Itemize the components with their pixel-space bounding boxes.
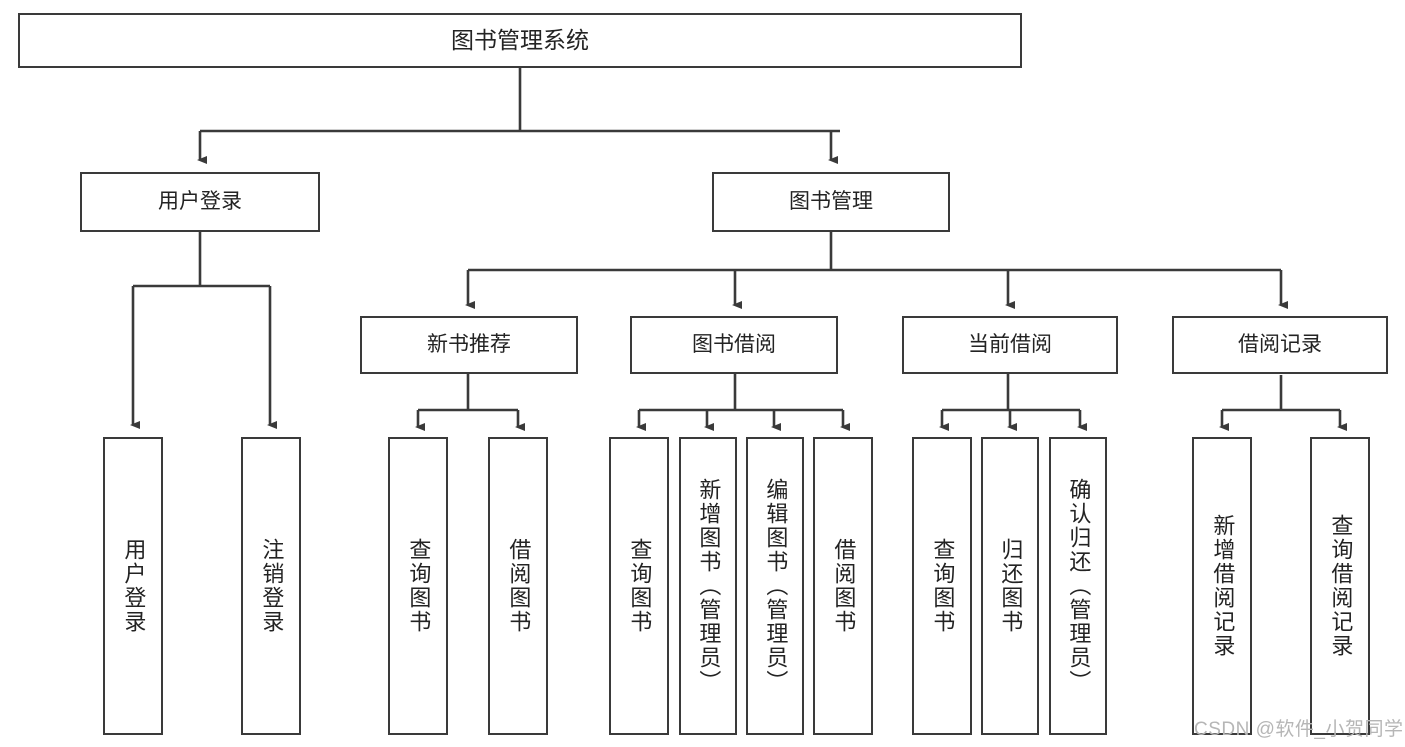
node-book-management[interactable]: 图书管理 [712,172,950,232]
node-label: 当前借阅 [968,333,1052,357]
csdn-watermark: CSDN @软件_小贺同学 [1194,714,1403,741]
leaf-user-login-logout[interactable]: 注销登录 [241,437,301,735]
leaf-borrow-add-book-admin[interactable]: 新增图书（管理员） [679,437,737,735]
node-label: 查询图书 [406,538,432,634]
leaf-current-return-book[interactable]: 归还图书 [981,437,1039,735]
node-label: 借阅图书 [506,538,532,634]
node-root-book-management-system[interactable]: 图书管理系统 [18,13,1022,68]
node-label: 图书借阅 [692,333,776,357]
leaf-user-login-login[interactable]: 用户登录 [103,437,163,735]
leaf-record-add-record[interactable]: 新增借阅记录 [1192,437,1252,735]
leaf-borrow-query-book[interactable]: 查询图书 [609,437,669,735]
leaf-record-query-record[interactable]: 查询借阅记录 [1310,437,1370,735]
watermark-text: CSDN @软件_小贺同学 [1194,719,1404,740]
leaf-newbook-borrow-book[interactable]: 借阅图书 [488,437,548,735]
node-label: 新书推荐 [427,333,511,357]
leaf-borrow-edit-book-admin[interactable]: 编辑图书（管理员） [746,437,804,735]
leaf-current-confirm-return-admin[interactable]: 确认归还（管理员） [1049,437,1107,735]
node-label: 归还图书 [998,538,1024,634]
node-label: 借阅记录 [1238,333,1322,357]
node-book-borrow[interactable]: 图书借阅 [630,316,838,374]
node-label: 查询图书 [627,538,653,634]
node-label: 用户登录 [158,190,242,214]
node-new-book-recommend[interactable]: 新书推荐 [360,316,578,374]
node-label: 确认归还（管理员） [1066,478,1092,694]
node-label: 图书管理 [789,190,873,214]
node-borrow-record[interactable]: 借阅记录 [1172,316,1388,374]
node-label: 新增图书（管理员） [696,478,722,694]
node-label: 查询借阅记录 [1328,514,1354,658]
node-label: 图书管理系统 [451,26,589,53]
node-label: 注销登录 [259,538,285,634]
leaf-current-query-book[interactable]: 查询图书 [912,437,972,735]
node-label: 查询图书 [930,538,956,634]
node-user-login[interactable]: 用户登录 [80,172,320,232]
node-current-borrow[interactable]: 当前借阅 [902,316,1118,374]
leaf-newbook-query-book[interactable]: 查询图书 [388,437,448,735]
node-label: 用户登录 [121,538,147,634]
leaf-borrow-borrow-book[interactable]: 借阅图书 [813,437,873,735]
node-label: 借阅图书 [831,538,857,634]
node-label: 编辑图书（管理员） [763,478,789,694]
node-label: 新增借阅记录 [1210,514,1236,658]
